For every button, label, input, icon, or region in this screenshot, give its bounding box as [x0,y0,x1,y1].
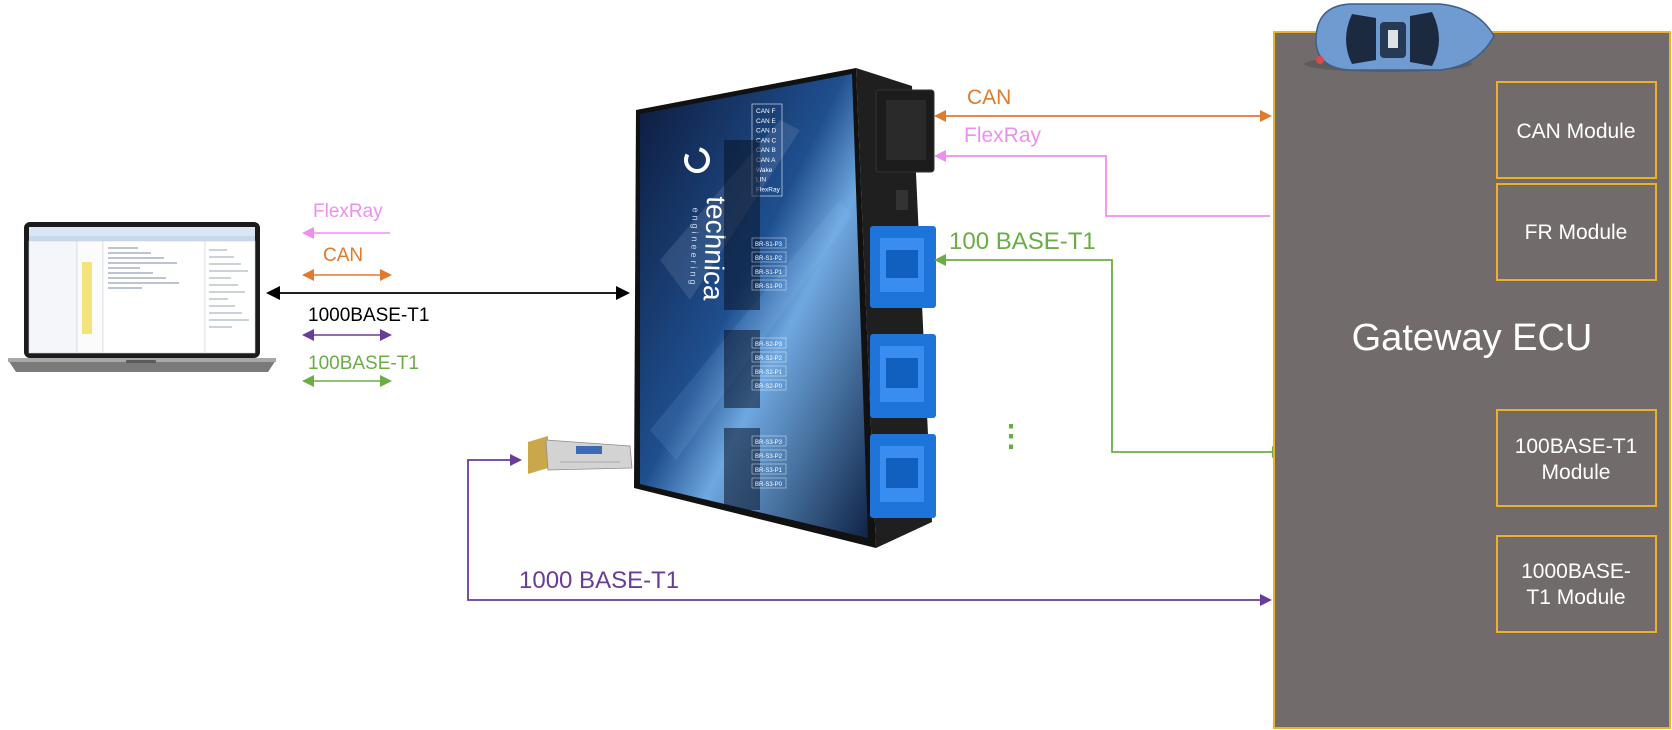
device-port-label: LIN [756,177,766,184]
device-port-label: CAN C [756,137,777,144]
device-switch-port-label: BR-S3-P3 [755,440,783,446]
legend-can-label: CAN [323,245,363,266]
device-switch-port-label: BR-S1-P0 [755,284,783,290]
laptop-base [8,360,276,372]
device-switch-port-label: BR-S3-P0 [755,482,783,488]
device-switch-port-label: BR-S2-P0 [755,384,783,390]
can-link: CAN [934,86,1272,122]
device-switch-port-box [751,337,787,349]
legend-can-arrow [302,269,392,281]
device-port-label: CAN D [756,128,777,135]
device-port-label: CAN E [756,118,777,125]
ecu-module-100base-t1: 100BASE-T1 Module [1496,409,1657,507]
gateway-ecu-box [1273,31,1671,729]
100base-t1-link: 100 BASE-T1 [934,228,1284,458]
device-switch-port-box [751,265,787,277]
blue-connector-1 [870,226,936,308]
device-switch-port-box [751,463,787,475]
1000base-t1-link-label: 1000 BASE-T1 [519,567,679,594]
legend-flexray-arrow [302,227,390,239]
legend-1000base-t1-label: 1000BASE-T1 [308,305,429,326]
device-switch-port-label: BR-S1-P3 [755,242,783,248]
legend-100base-t1-label: 100BASE-T1 [308,353,419,374]
gateway-ecu: Gateway ECU CAN Module FR Module 100BASE… [1273,31,1671,729]
device-switch-port-label: BR-S3-P2 [755,454,783,460]
legend-flexray-label: FlexRay [313,201,383,222]
ecu-module-can-label: CAN Module [1516,120,1635,143]
ecu-module-1000base-t1-label-line2: T1 Module [1526,586,1625,609]
device-port-label: CAN F [756,108,776,115]
ecu-module-100base-t1-label-line2: Module [1542,461,1611,484]
legend-1000base-t1-arrow [302,329,392,341]
device-switch-port-label: BR-S2-P2 [755,356,783,362]
device-switch-port-label: BR-S3-P1 [755,468,783,474]
100base-t1-link-label: 100 BASE-T1 [949,228,1096,255]
ecu-module-fr-label: FR Module [1525,221,1628,244]
ecu-module-100base-t1-label-line1: 100BASE-T1 [1515,435,1638,458]
ecu-module-can: CAN Module [1496,81,1657,179]
device-switch-port-label: BR-S1-P2 [755,256,783,262]
ecu-module-fr: FR Module [1496,183,1657,281]
device-switch-port-label: BR-S2-P1 [755,370,783,376]
device-brand-sub: engineering [688,207,701,287]
blue-connector-2 [870,334,936,418]
legend: FlexRay CAN 1000BASE-T1 100BASE-T1 [266,201,630,387]
flexray-link: FlexRay [934,124,1270,217]
device-switch-port-box [751,477,787,489]
device-switch-port-box [751,379,787,391]
device-switch-port-box [751,435,787,447]
ecu-module-1000base-t1-label-line1: 1000BASE- [1521,560,1631,583]
can-link-label: CAN [967,86,1011,109]
laptop [8,222,276,372]
device-switch-2 [724,330,760,408]
laptop-to-switch-ethernet-arrow [266,286,630,300]
device-switch-port-box [751,365,787,377]
device-port-label: CAN B [756,147,776,154]
car-icon [1304,3,1495,72]
device-switch-port-box [751,251,787,263]
sfp-transceiver [528,436,633,474]
flexray-link-label: FlexRay [964,124,1042,147]
device-port-label: FlexRay [756,186,781,193]
device-switch-port-box [751,237,787,249]
device-switch-port-box [751,351,787,363]
blue-connector-3 [870,434,936,518]
1000base-t1-link: 1000 BASE-T1 [467,454,1272,606]
device-switch-3 [724,428,760,510]
device-port-label: Wake [756,167,773,174]
more-ports-ellipsis: ⋮ [996,420,1026,453]
brand-logo-icon [684,147,710,173]
device-switch-port-label: BR-S2-P3 [755,342,783,348]
legend-100base-t1-arrow [302,375,392,387]
device-switch-port-label: BR-S1-P1 [755,270,783,276]
gateway-ecu-title: Gateway ECU [1352,317,1593,359]
device-switch-port-box [751,279,787,291]
ecu-module-1000base-t1: 1000BASE- T1 Module [1496,535,1657,633]
device-switch-1 [724,140,760,310]
device-port-label: CAN A [756,157,776,164]
device-switch-port-box [751,449,787,461]
